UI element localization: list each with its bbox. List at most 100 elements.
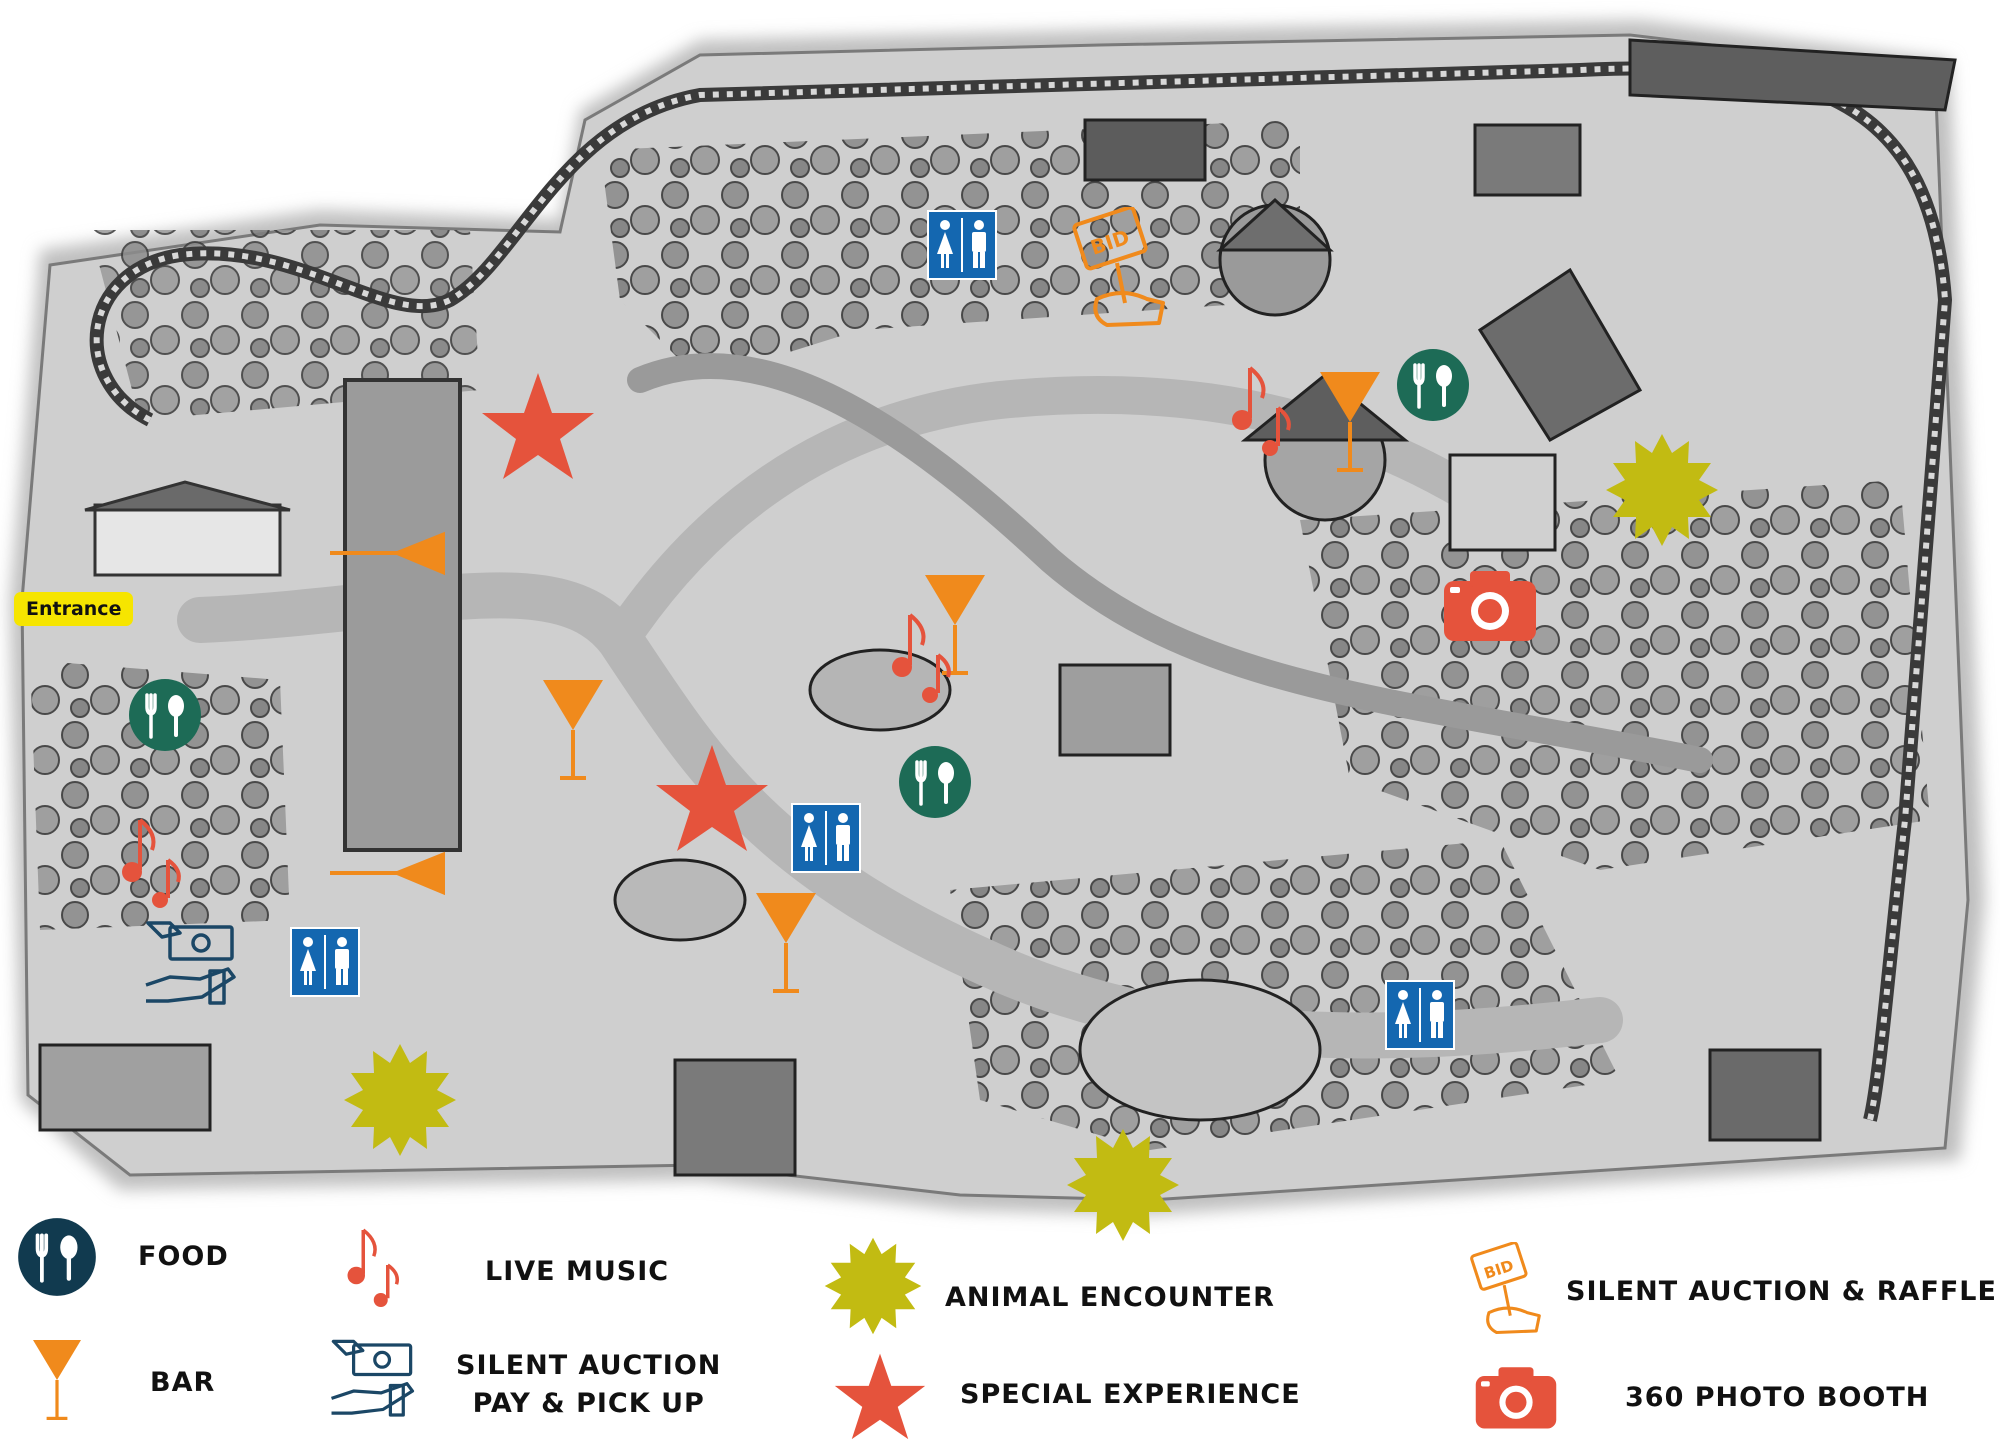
bar-icon bbox=[330, 531, 445, 576]
star-icon bbox=[482, 373, 594, 479]
sunburst-icon bbox=[1067, 1129, 1179, 1241]
legend-label-animal-encounter: ANIMAL ENCOUNTER bbox=[945, 1282, 1275, 1313]
legend-label-pickup-line2: PAY & PICK UP bbox=[472, 1388, 705, 1419]
restroom-marker[interactable] bbox=[927, 210, 997, 280]
animal-yard bbox=[1078, 978, 1322, 1122]
bar-marker[interactable] bbox=[325, 838, 445, 908]
legend-label-bar: BAR bbox=[150, 1367, 216, 1398]
legend-label-special-experience: SPECIAL EXPERIENCE bbox=[960, 1379, 1301, 1410]
legend-label-pickup-line1: SILENT AUCTION bbox=[456, 1350, 722, 1381]
southwest-building bbox=[38, 1043, 212, 1132]
bar-icon bbox=[330, 851, 445, 896]
live-music-marker[interactable] bbox=[110, 810, 190, 910]
silent-auction-marker[interactable]: BID bbox=[1067, 207, 1177, 337]
camera-icon bbox=[1444, 571, 1536, 641]
animal-encounter-marker[interactable] bbox=[1065, 1127, 1181, 1243]
music-note-icon bbox=[1232, 366, 1291, 456]
live-music-marker[interactable] bbox=[880, 605, 960, 705]
legend-label-photo-booth: 360 PHOTO BOOTH bbox=[1625, 1382, 1930, 1413]
special-experience-marker[interactable] bbox=[650, 741, 774, 859]
bar-icon bbox=[756, 893, 816, 993]
legend-label-silent-auction: SILENT AUCTION & RAFFLE bbox=[1566, 1276, 1997, 1307]
live-music-marker[interactable] bbox=[1220, 358, 1300, 458]
restroom-icon bbox=[927, 210, 997, 280]
legend-label-live-music: LIVE MUSIC bbox=[485, 1256, 670, 1287]
music-note-icon bbox=[892, 613, 951, 703]
music-note-icon bbox=[347, 1228, 400, 1307]
long-barn bbox=[1477, 267, 1643, 442]
center-building bbox=[1058, 663, 1172, 757]
photo-booth-marker[interactable] bbox=[1440, 565, 1540, 645]
sunburst-icon bbox=[1606, 434, 1718, 546]
carousel-roof bbox=[1240, 373, 1410, 442]
svg-text:BID: BID bbox=[1088, 225, 1133, 260]
music-note-icon bbox=[122, 818, 181, 908]
food-icon bbox=[899, 746, 971, 818]
tree-cluster-west bbox=[30, 660, 290, 930]
legend-label-food: FOOD bbox=[138, 1241, 229, 1272]
tall-tower-building bbox=[343, 378, 462, 852]
bar-marker[interactable] bbox=[325, 518, 445, 588]
legend-bar bbox=[29, 1330, 85, 1430]
food-icon bbox=[1397, 349, 1469, 421]
tree-cluster-northwest bbox=[90, 230, 480, 420]
legend-label-pickup: SILENT AUCTION PAY & PICK UP bbox=[456, 1347, 721, 1423]
bid-paddle-icon: BID bbox=[1470, 1242, 1541, 1334]
north-building bbox=[1083, 118, 1207, 182]
restroom-marker[interactable] bbox=[1385, 980, 1455, 1050]
map-illustration bbox=[10, 20, 1985, 1215]
bar-icon bbox=[925, 575, 985, 675]
money-hand-icon bbox=[145, 921, 236, 1005]
bar-icon bbox=[33, 1340, 81, 1420]
ravine-creek bbox=[627, 353, 1713, 773]
south-shed bbox=[673, 1058, 797, 1177]
park-map: Entrance bbox=[10, 20, 1985, 1243]
bar-marker[interactable] bbox=[751, 888, 821, 998]
legend-special-experience bbox=[830, 1350, 930, 1446]
cave-rock bbox=[613, 858, 747, 942]
star-icon bbox=[656, 745, 768, 851]
food-marker[interactable] bbox=[897, 744, 973, 820]
legend-food bbox=[16, 1216, 98, 1298]
legend-silent-auction: BID bbox=[1466, 1242, 1550, 1342]
pond bbox=[808, 648, 952, 732]
food-icon bbox=[18, 1218, 96, 1296]
bar-marker[interactable] bbox=[920, 570, 990, 680]
restroom-icon bbox=[290, 927, 360, 997]
camera-icon bbox=[1475, 1367, 1557, 1429]
tree-cluster-east bbox=[1300, 480, 1930, 870]
entrance-building bbox=[93, 503, 282, 577]
animal-encounter-marker[interactable] bbox=[342, 1042, 458, 1158]
cube-building bbox=[1448, 453, 1557, 552]
food-marker[interactable] bbox=[1395, 347, 1471, 423]
southeast-shed bbox=[1708, 1048, 1822, 1142]
legend-pickup bbox=[326, 1334, 418, 1426]
restroom-icon bbox=[791, 803, 861, 873]
bid-paddle-icon: BID bbox=[1072, 207, 1165, 327]
railway-track bbox=[89, 61, 1953, 1122]
bar-marker[interactable] bbox=[538, 675, 608, 785]
bar-marker[interactable] bbox=[1315, 367, 1385, 477]
special-experience-marker[interactable] bbox=[476, 369, 600, 487]
money-hand-icon bbox=[331, 1339, 415, 1417]
pickup-marker[interactable] bbox=[140, 915, 240, 1015]
star-icon bbox=[834, 1353, 926, 1440]
restroom-icon bbox=[1385, 980, 1455, 1050]
food-marker[interactable] bbox=[127, 677, 203, 753]
sunburst-icon bbox=[824, 1237, 922, 1335]
farm-building bbox=[1473, 123, 1582, 197]
bar-icon bbox=[543, 680, 603, 780]
entrance-roof bbox=[84, 480, 291, 512]
bar-icon bbox=[1320, 372, 1380, 472]
restroom-marker[interactable] bbox=[791, 803, 861, 873]
map-legend: FOOD BAR LIVE MUSIC bbox=[0, 1218, 2000, 1454]
barn-roof bbox=[1628, 38, 1957, 112]
restroom-marker[interactable] bbox=[290, 927, 360, 997]
sunburst-icon bbox=[344, 1044, 456, 1156]
legend-live-music bbox=[337, 1221, 407, 1309]
svg-text:BID: BID bbox=[1482, 1256, 1516, 1282]
animal-encounter-marker[interactable] bbox=[1604, 432, 1720, 548]
food-icon bbox=[129, 679, 201, 751]
legend-photo-booth bbox=[1472, 1362, 1560, 1432]
entrance-label[interactable]: Entrance bbox=[14, 592, 134, 626]
